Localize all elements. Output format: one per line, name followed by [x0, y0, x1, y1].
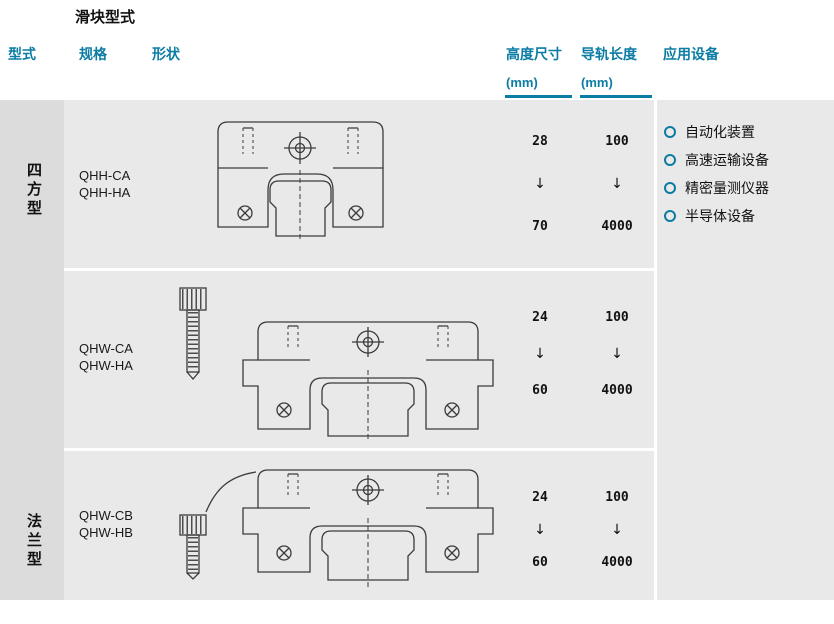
screw-shank [186, 309, 200, 373]
shape-drawing-flange-block-bolt-bottom [168, 460, 503, 590]
mounting-hole-hidden-lines [287, 326, 449, 350]
rail-max: 4000 [601, 383, 633, 398]
height-max: 70 [532, 219, 548, 234]
type-column [0, 100, 64, 600]
application-label: 半导体设备 [685, 208, 755, 224]
nipple-crosshair [352, 327, 384, 357]
screw-hole-icon [444, 545, 460, 561]
table-header-rail-length-unit: (mm) [581, 75, 613, 90]
row-separator-2 [64, 448, 654, 451]
screw-head [179, 287, 207, 311]
application-item: 半导体设备 [664, 202, 769, 230]
rail-min: 100 [605, 490, 629, 505]
block-outline [242, 321, 494, 430]
page-title: 滑块型式 [75, 9, 136, 26]
spec-model: QHW-CA [79, 341, 133, 356]
shape-drawing-square-block [193, 110, 413, 260]
nipple-crosshair [284, 132, 316, 164]
application-item: 自动化装置 [664, 118, 769, 146]
application-label: 高速运输设备 [685, 152, 769, 168]
spec-model: QHH-HA [79, 185, 131, 200]
application-label: 自动化装置 [685, 124, 755, 140]
block-outline [217, 121, 384, 228]
table-header-application: 应用设备 [663, 46, 719, 62]
mounting-hole-hidden-lines [287, 474, 449, 498]
rail-profile [269, 180, 332, 237]
spec-model: QHW-CB [79, 508, 133, 523]
table-header-shape: 形状 [152, 46, 180, 62]
row-separator-1 [64, 268, 654, 271]
rail-length-cell-row3: 100 ↓ 4000 [582, 490, 652, 570]
height-range-cell-row2: 24 ↓ 60 [505, 310, 575, 398]
range-arrow: ↓ [534, 346, 546, 362]
spec-models-row3: QHW-CB QHW-HB [79, 507, 133, 541]
circle-bullet-icon [664, 210, 676, 222]
height-range-cell-row3: 24 ↓ 60 [505, 490, 575, 570]
table-header-height: 高度尺寸 [506, 46, 562, 62]
rail-max: 4000 [601, 555, 633, 570]
application-item: 高速运输设备 [664, 146, 769, 174]
table-header-rail-length: 导轨长度 [581, 46, 637, 62]
height-max: 60 [532, 383, 548, 398]
screw-hole-icon [348, 205, 364, 221]
range-arrow: ↓ [611, 346, 623, 362]
circle-bullet-icon [664, 182, 676, 194]
screw-hole-icon [276, 402, 292, 418]
rail-length-cell-row2: 100 ↓ 4000 [582, 310, 652, 398]
table-header-spec: 规格 [79, 46, 107, 62]
application-item: 精密量测仪器 [664, 174, 769, 202]
rail-min: 100 [605, 134, 629, 149]
screw-shank [186, 534, 200, 574]
spec-model: QHW-HA [79, 358, 133, 373]
header-underline-rail-length [580, 95, 652, 98]
screw-tip [186, 371, 200, 380]
block-outline [242, 469, 494, 573]
table-body [0, 100, 834, 600]
circle-bullet-icon [664, 154, 676, 166]
range-arrow: ↓ [534, 522, 546, 538]
screw-tip [186, 572, 200, 580]
range-arrow: ↓ [534, 176, 546, 192]
spec-models-row2: QHW-CA QHW-HA [79, 340, 133, 374]
leader-curve [205, 471, 257, 513]
range-arrow: ↓ [611, 522, 623, 538]
table-header-type: 型式 [8, 46, 36, 62]
table-header-height-unit: (mm) [506, 75, 538, 90]
height-min: 28 [532, 134, 548, 149]
mounting-hole-hidden-lines [242, 128, 359, 154]
type-label-square: 四方型 [25, 162, 42, 219]
header-underline-height [505, 95, 572, 98]
spec-models-row1: QHH-CA QHH-HA [79, 167, 130, 201]
spec-model: QHH-CA [79, 168, 131, 183]
height-range-cell-row1: 28 ↓ 70 [505, 134, 575, 234]
column-separator [654, 100, 657, 600]
screw-hole-icon [444, 402, 460, 418]
circle-bullet-icon [664, 126, 676, 138]
screw-head [179, 514, 207, 536]
height-max: 60 [532, 555, 548, 570]
height-min: 24 [532, 490, 548, 505]
screw-hole-icon [237, 205, 253, 221]
shape-drawing-flange-block-bolt [168, 282, 503, 439]
rail-min: 100 [605, 310, 629, 325]
spec-model: QHW-HB [79, 525, 133, 540]
type-label-flange: 法兰型 [25, 513, 42, 570]
screw-hole-icon [276, 545, 292, 561]
nipple-crosshair [352, 475, 384, 505]
height-min: 24 [532, 310, 548, 325]
application-label: 精密量测仪器 [685, 180, 769, 196]
rail-profile [321, 382, 415, 437]
rail-length-cell-row1: 100 ↓ 4000 [582, 134, 652, 234]
application-list: 自动化装置 高速运输设备 精密量测仪器 半导体设备 [664, 118, 769, 230]
range-arrow: ↓ [611, 176, 623, 192]
rail-profile [321, 530, 415, 581]
rail-max: 4000 [601, 219, 633, 234]
